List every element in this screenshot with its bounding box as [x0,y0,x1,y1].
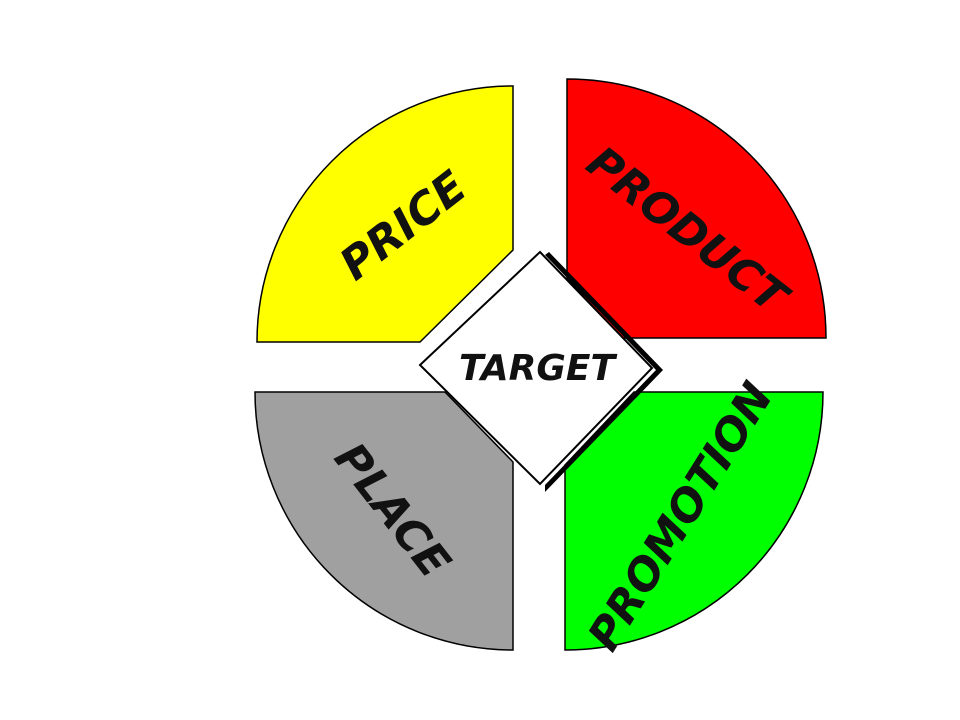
quadrant-promotion-shape [564,391,824,651]
target-label: TARGET [459,348,617,389]
quadrant-place: PLACE [254,391,514,651]
quadrant-product-shape [566,78,827,339]
quadrant-place-shape [254,391,514,651]
quadrant-product: PRODUCT [566,78,827,339]
quadrant-price: PRICE [256,85,514,343]
center-target: TARGET [418,250,663,492]
quadrant-price-shape [256,85,514,343]
target-diamond [418,250,654,486]
